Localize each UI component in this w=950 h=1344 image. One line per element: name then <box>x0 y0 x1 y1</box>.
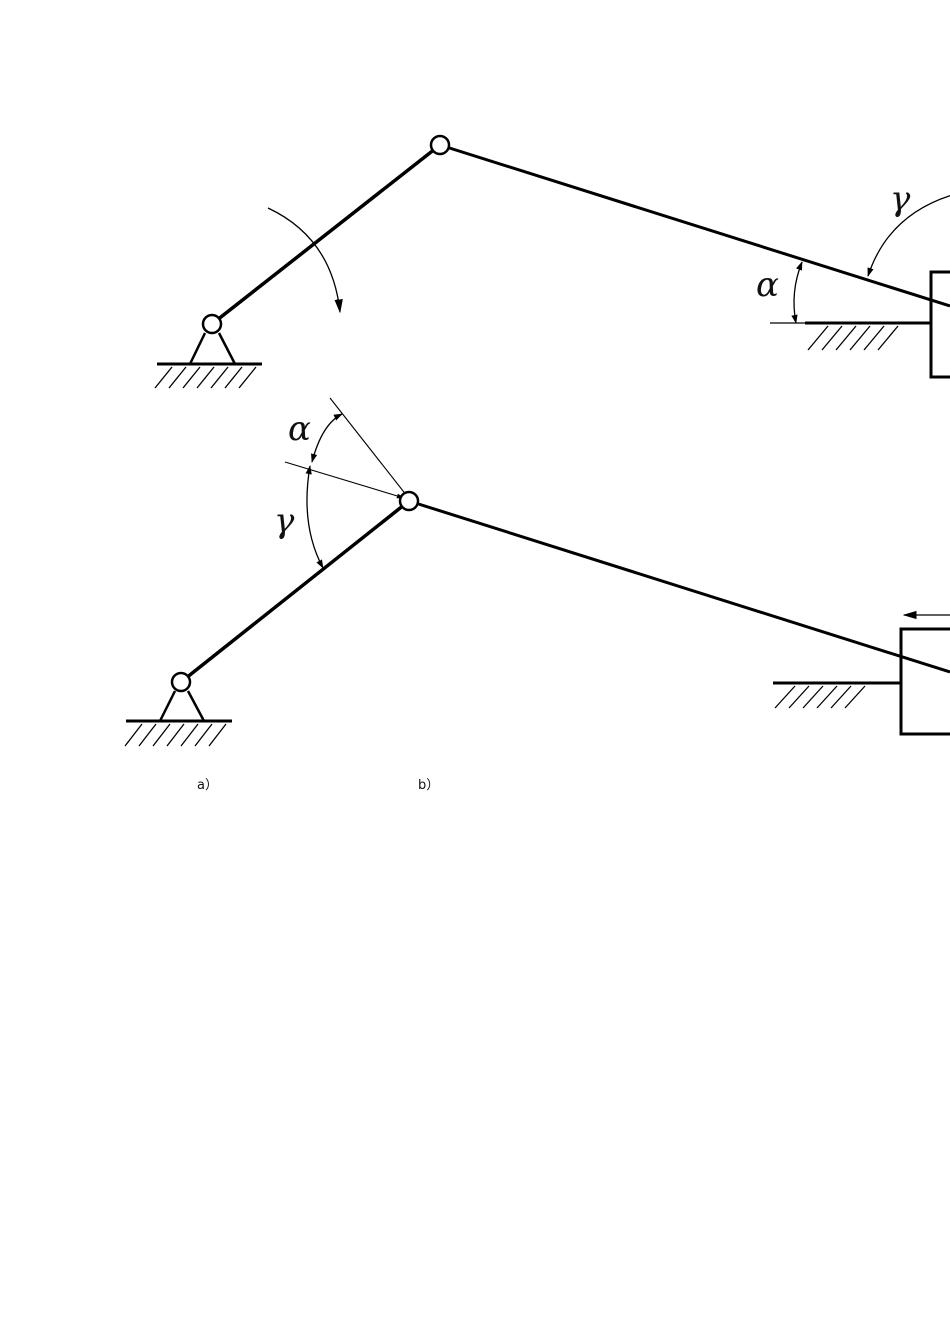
alpha-label-a: α <box>756 265 779 305</box>
ground-support-b-crank <box>124 690 232 747</box>
connecting-rod-a <box>439 143 950 308</box>
gamma-label-b: γ <box>274 501 295 541</box>
crank-rotation-arrow-a <box>267 207 343 314</box>
alpha-angle-arc-b <box>311 413 343 463</box>
crank-pivot-joint-b <box>170 671 192 693</box>
gamma-angle-arc-a <box>867 195 950 277</box>
ground-support-a-crank <box>154 332 262 389</box>
force-direction-line-b <box>284 461 405 499</box>
slider-block-a <box>929 270 950 379</box>
crank-a <box>210 143 442 326</box>
gamma-label-a: γ <box>890 179 911 219</box>
caption-b: b） <box>418 778 439 793</box>
crank-rod-joint-a <box>429 134 451 156</box>
crank-pivot-joint-a <box>201 313 223 335</box>
slider-block-b <box>899 627 950 736</box>
crank-rod-joint-b <box>398 490 420 512</box>
ground-hatch-a-crank <box>154 366 257 389</box>
alpha-label-b: α <box>288 409 311 449</box>
mechanism-b: α γ <box>124 397 950 747</box>
connecting-rod-b <box>408 499 950 674</box>
mechanism-a: α γ <box>154 134 950 389</box>
slider-guide-b <box>773 681 900 709</box>
slider-guide-a <box>770 321 930 351</box>
crank-b <box>179 499 411 684</box>
alpha-angle-arc-a <box>791 261 803 324</box>
ground-hatch-b-slider <box>774 685 866 709</box>
gamma-angle-arc-b <box>305 465 324 569</box>
velocity-direction-line-b <box>329 397 408 497</box>
ground-hatch-a-slider <box>807 325 899 351</box>
caption-a: a） <box>197 778 218 793</box>
ground-hatch-b-crank <box>124 723 227 747</box>
